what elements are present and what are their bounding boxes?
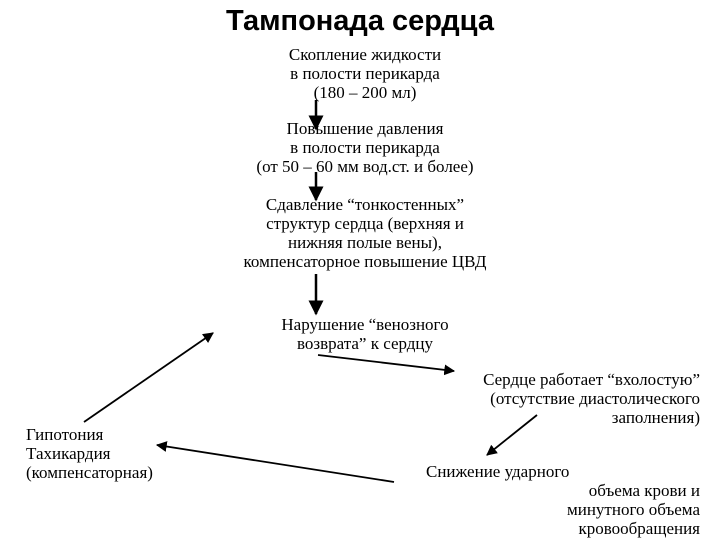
node-line: Гипотония <box>26 425 104 444</box>
node-line: кровообращения <box>578 519 700 538</box>
node-line: нижняя полые вены), <box>288 233 442 252</box>
node-line: структур сердца (верхняя и <box>266 214 464 233</box>
arrow-idle-to-stroke <box>486 414 538 456</box>
node-line: минутного объема <box>566 500 700 519</box>
node-line: Снижение ударного <box>426 462 570 481</box>
arrow-hypotension-to-venous <box>83 332 214 423</box>
node-line: компенсаторное повышение ЦВД <box>243 252 487 271</box>
node-line: Сердце работает “вхолостую” <box>483 370 700 389</box>
node-line: Скопление жидкости <box>288 45 442 64</box>
node-line: (от 50 – 60 мм вод.ст. и более) <box>256 157 474 176</box>
node-line: (180 – 200 мл) <box>313 83 417 102</box>
node-line: заполнения) <box>611 408 700 427</box>
diagram-title: Тампонада сердца <box>225 5 494 37</box>
node-heart-idle: Сердце работает “вхолостую” (отсутствие … <box>395 370 700 427</box>
node-pressure-increase: Повышение давления в полости перикарда (… <box>205 119 525 176</box>
node-line: (компенсаторная) <box>26 463 153 482</box>
node-line: в полости перикарда <box>290 138 440 157</box>
node-hypotension-tachycardia: Гипотония Тахикардия (компенсаторная) <box>26 425 226 482</box>
node-line: Повышение давления <box>286 119 444 138</box>
node-line: Нарушение “венозного <box>281 315 449 334</box>
node-line: возврата” к сердцу <box>296 334 434 353</box>
node-fluid-accumulation: Скопление жидкости в полости перикарда (… <box>255 45 475 102</box>
arrow-stroke-to-hypotension <box>155 441 395 483</box>
node-line: в полости перикарда <box>290 64 440 83</box>
node-venous-return: Нарушение “венозного возврата” к сердцу <box>245 315 485 353</box>
node-line: объема крови и <box>588 481 700 500</box>
arrow-venous-to-idle <box>317 354 456 376</box>
node-line: Тахикардия <box>26 444 111 463</box>
node-stroke-volume-decrease: Снижение ударного объема крови и минутно… <box>420 462 700 538</box>
node-line: (отсутствие диастолического <box>490 389 700 408</box>
